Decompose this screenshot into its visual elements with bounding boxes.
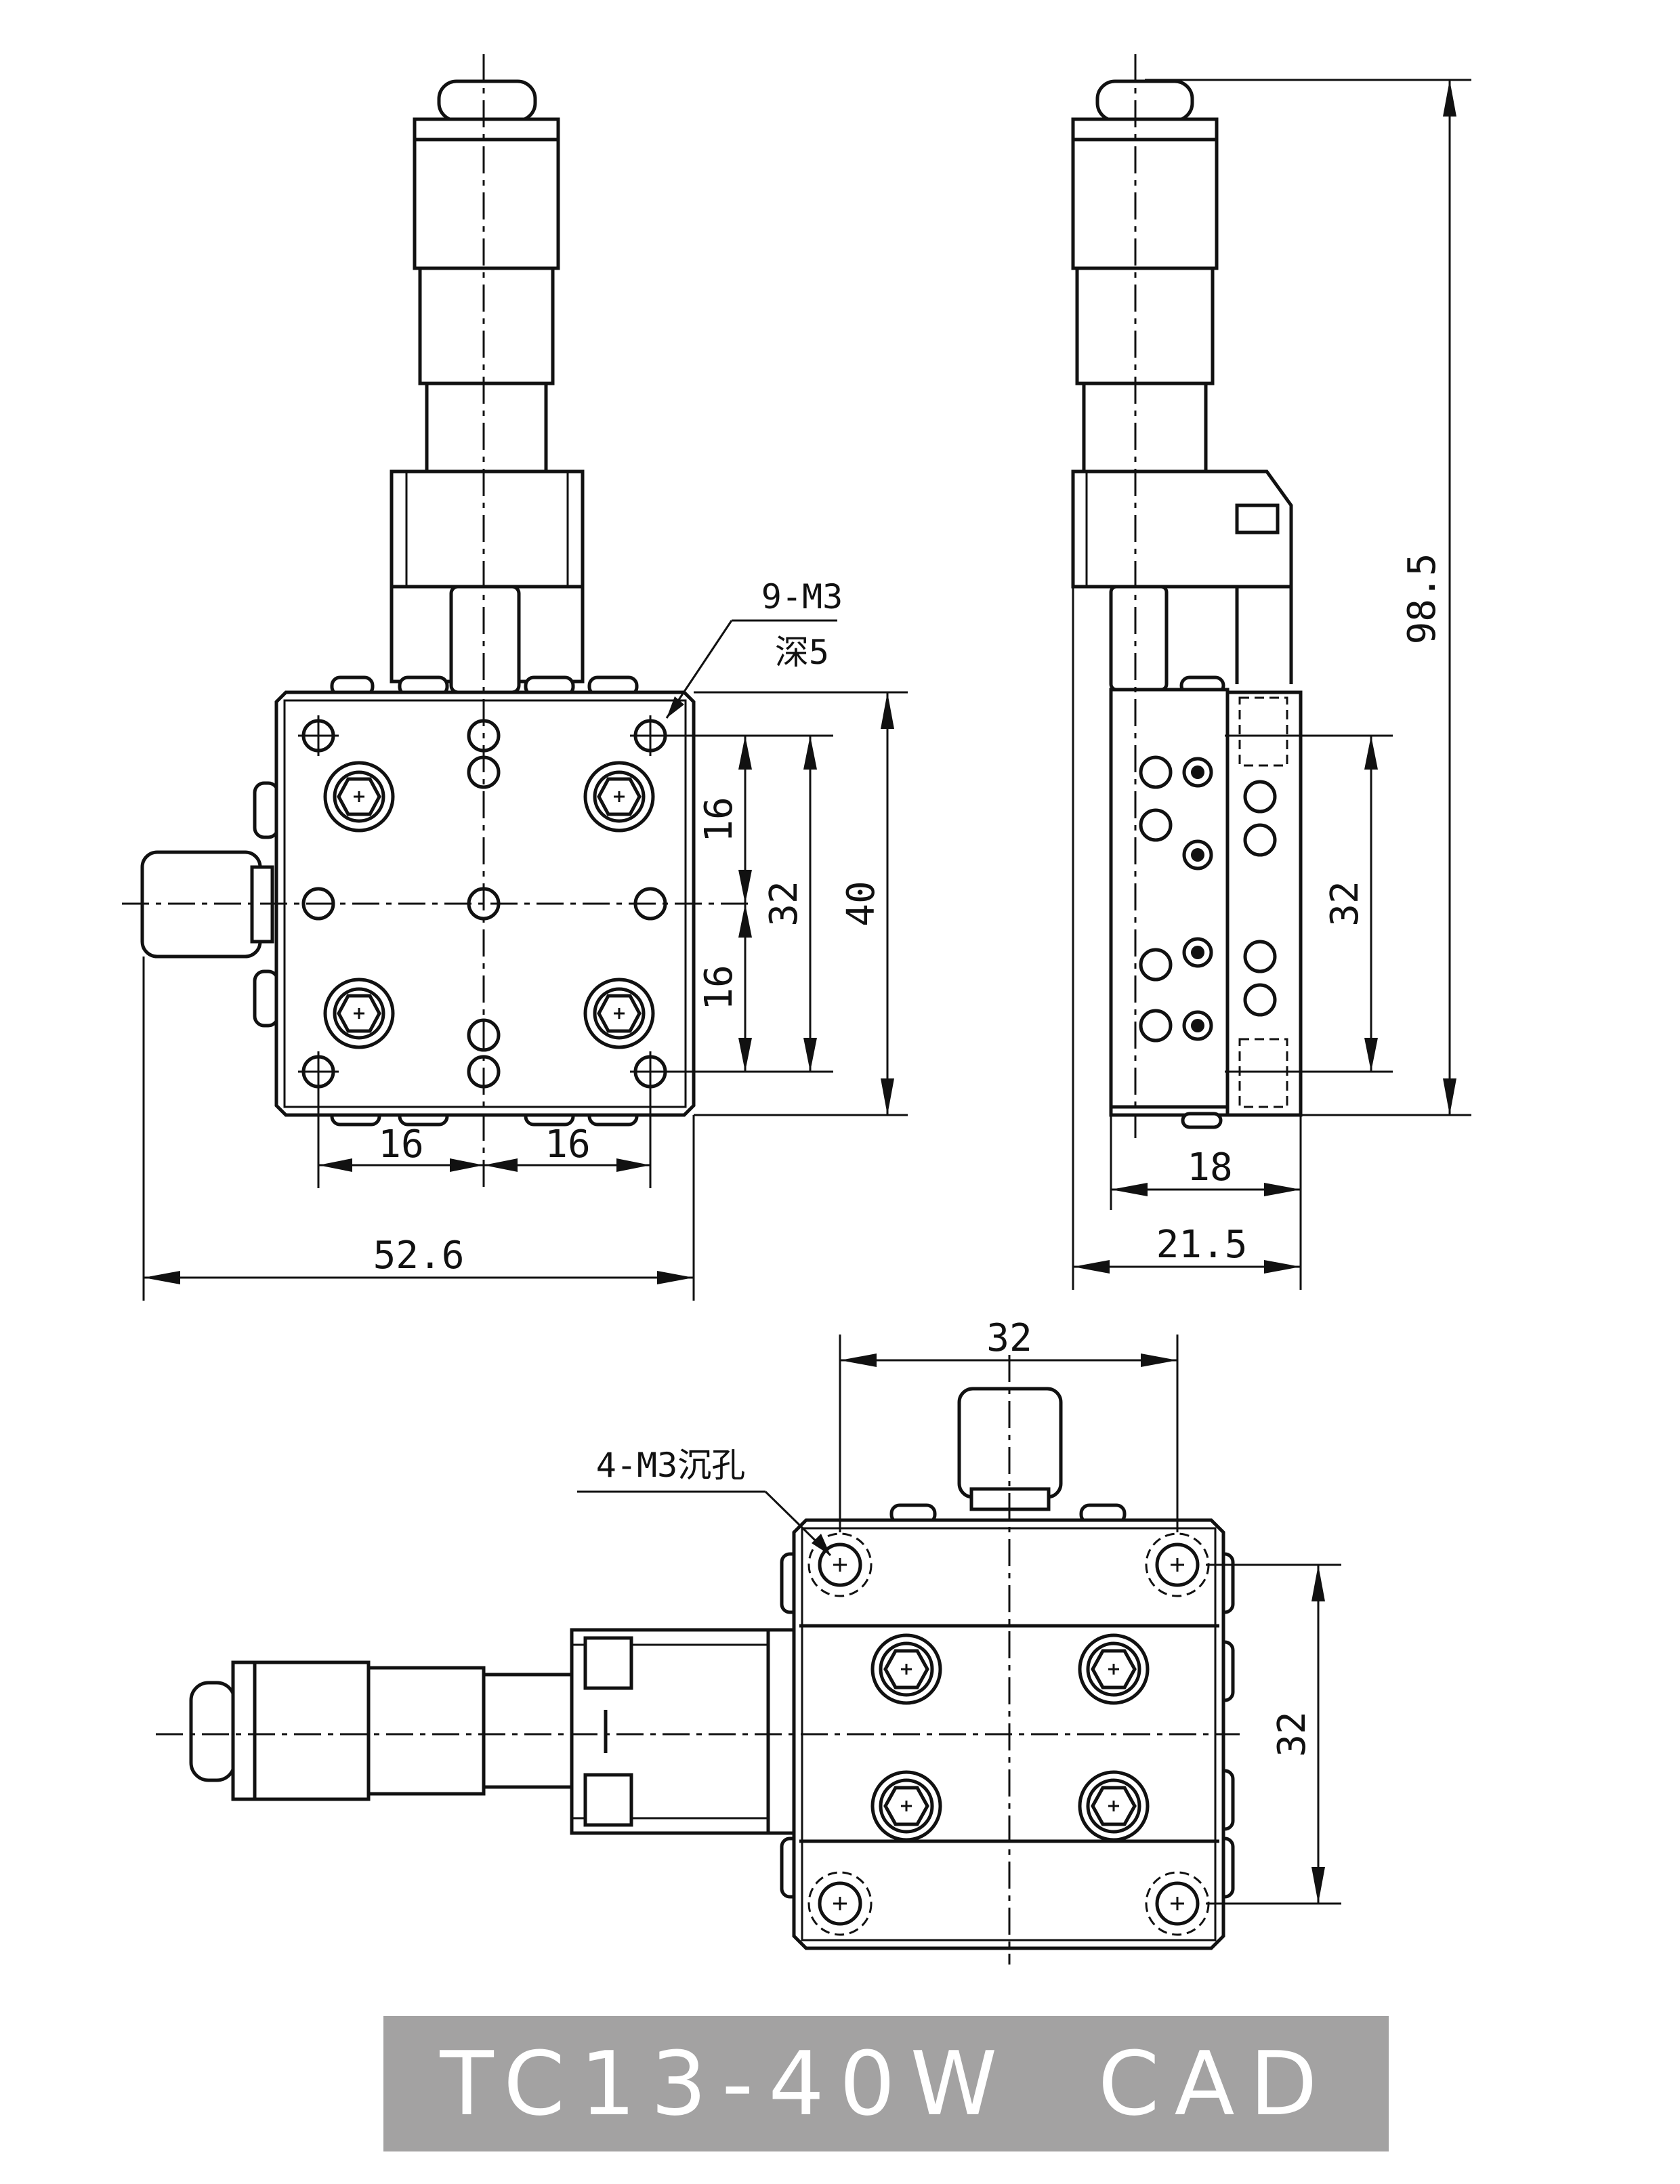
- dim-front-vertical-spacing: [665, 734, 833, 1073]
- front-side-bump: [253, 969, 280, 1028]
- dim-front-lower-spacing-text: 16: [697, 965, 741, 1010]
- leader-top-holes: [577, 1490, 832, 1557]
- dim-front-overall-width-text: 52.6: [373, 1234, 465, 1278]
- dim-front-overall-width: [142, 957, 695, 1301]
- dim-top-hole-span-x: [839, 1335, 1179, 1532]
- dim-top-hole-span-y: [1206, 1563, 1341, 1905]
- dim-front-right-spacing-text: 16: [545, 1122, 590, 1167]
- front-view: 52.6 16 16 16 16: [122, 54, 908, 1301]
- dim-front-upper-spacing-text: 16: [697, 797, 741, 842]
- dim-side-hole-span: [1225, 734, 1393, 1073]
- dim-side-overall-width-text: 21.5: [1156, 1223, 1248, 1267]
- note-front-threads: 9-M3: [761, 577, 843, 616]
- front-micrometer: [390, 79, 585, 694]
- dim-side-base-width-text: 18: [1187, 1146, 1232, 1190]
- cap-screw-icon: [585, 763, 653, 831]
- dim-side-hole-span-text: 32: [1323, 881, 1367, 926]
- dim-top-hole-span-x-text: 32: [986, 1316, 1032, 1360]
- dim-front-hole-span: [803, 736, 817, 1072]
- cap-screw-icon: [325, 763, 393, 831]
- note-front-depth: 深5: [775, 633, 829, 672]
- dim-side-overall-height-text: 98.5: [1400, 553, 1444, 645]
- cap-screw-icon: [325, 980, 393, 1047]
- cap-screw-icon: [585, 980, 653, 1047]
- leader-front-threads: [665, 619, 837, 719]
- front-body: [274, 690, 696, 1117]
- dim-front-body-height: [694, 691, 908, 1116]
- dim-side-overall-width: [1072, 587, 1302, 1290]
- dim-front-body-height-text: 40: [839, 881, 883, 926]
- top-view: 32 32 4-M3沉孔: [156, 1316, 1341, 1965]
- side-view: 98.5 32 18 21.5: [1071, 54, 1471, 1290]
- dim-top-hole-span-y-text: 32: [1270, 1711, 1314, 1757]
- dim-front-hole-span-text: 32: [762, 881, 806, 926]
- side-body: [1109, 688, 1303, 1129]
- front-side-bump: [253, 781, 280, 839]
- dim-front-left-spacing-text: 16: [378, 1122, 423, 1167]
- dim-side-overall-height: [1145, 79, 1471, 1116]
- side-micrometer: [1071, 79, 1293, 696]
- title-bar: TC13-40W CAD: [383, 2016, 1389, 2151]
- note-top-holes: 4-M3沉孔: [596, 1446, 745, 1485]
- dim-front-bottom-spacing: [317, 1084, 652, 1188]
- top-micrometer: [189, 1628, 801, 1835]
- drawing-title: TC13-40W CAD: [440, 2032, 1332, 2135]
